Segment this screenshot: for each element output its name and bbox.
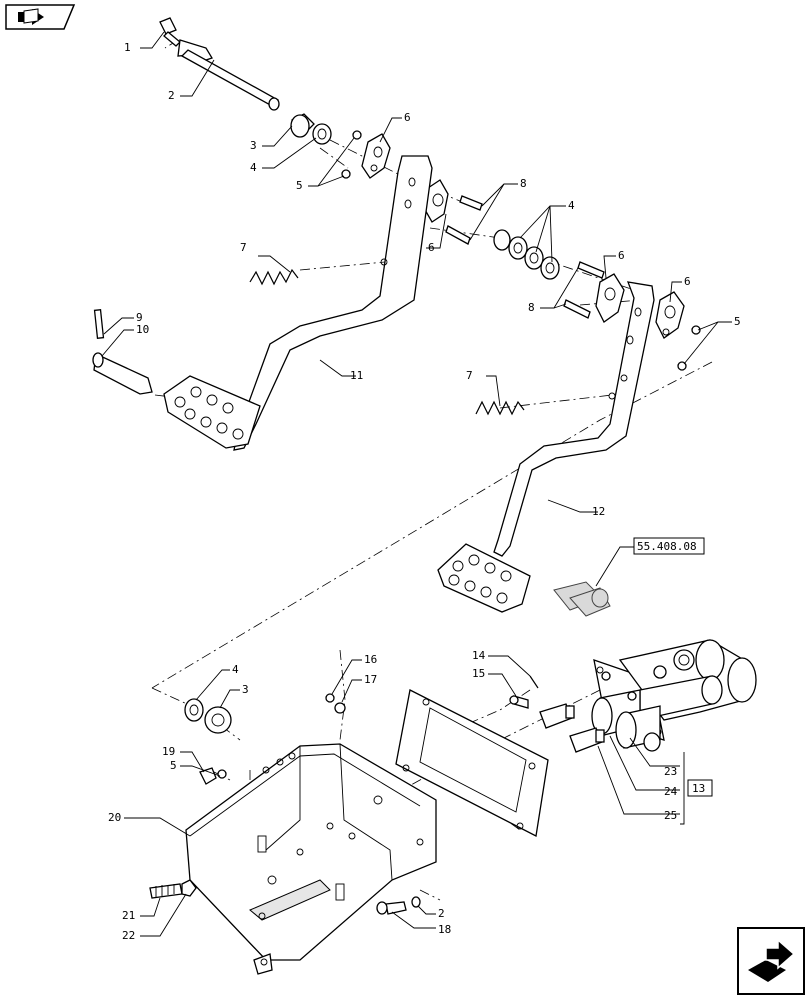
pedal-11 [163, 155, 433, 451]
ref-box-55-408-08[interactable]: 55.408.08 [633, 537, 705, 555]
callout-2: 2 [168, 89, 175, 102]
callout-14: 14 [472, 649, 486, 662]
callout-8: 8 [520, 177, 527, 190]
callout-2: 2 [438, 907, 445, 920]
bracket-6-lower [595, 273, 685, 339]
bracket-6-upper [361, 133, 449, 223]
callout-6: 6 [618, 249, 625, 262]
callout-3: 3 [242, 683, 249, 696]
washers-4-stack [493, 229, 560, 280]
callout-6: 6 [404, 111, 411, 124]
callout-4: 4 [232, 663, 239, 676]
callout-22: 22 [122, 929, 135, 942]
callout-9: 9 [136, 311, 143, 324]
callout-12: 12 [592, 505, 605, 518]
callout-5: 5 [170, 759, 177, 772]
callout-16: 16 [364, 653, 377, 666]
callout-4: 4 [250, 161, 257, 174]
washer-4-and-bushing-3-lower [184, 698, 232, 734]
pedal-switch [553, 581, 611, 617]
pin-14-15 [509, 675, 539, 709]
book-arrow-icon[interactable] [4, 3, 76, 31]
callout-1: 1 [124, 41, 131, 54]
callout-7: 7 [466, 369, 473, 382]
bolts-8-lower [563, 261, 605, 319]
pedal-12 [437, 281, 655, 613]
callout-15: 15 [472, 667, 485, 680]
bolt-21-nut-22 [149, 879, 197, 899]
callout-24: 24 [664, 785, 678, 798]
pedal-pad-11-holes [174, 386, 244, 440]
callout-25: 25 [664, 809, 677, 822]
callout-10: 10 [136, 323, 149, 336]
callout-6: 6 [684, 275, 691, 288]
callout-7: 7 [240, 241, 247, 254]
spring-7-lower [475, 400, 525, 416]
callout-11: 11 [350, 369, 363, 382]
callout-labels: 1 2 3 4 5 6 8 6 4 7 9 10 11 6 6 8 5 7 12… [108, 41, 741, 942]
assembly-13-label: 13 [692, 782, 705, 795]
callout-23: 23 [664, 765, 677, 778]
callout-19: 19 [162, 745, 175, 758]
spring-7-upper [249, 268, 299, 286]
pivot-shaft-2 [177, 39, 280, 111]
callout-21: 21 [122, 909, 135, 922]
callout-17: 17 [364, 673, 377, 686]
ref-box-13[interactable]: 13 [687, 779, 713, 797]
ref-section-label: 55.408.08 [637, 540, 697, 553]
pin-9-and-shaft-10 [92, 309, 153, 395]
callout-5: 5 [734, 315, 741, 328]
callout-20: 20 [108, 811, 121, 824]
leader-lines [101, 31, 732, 937]
callout-4: 4 [568, 199, 575, 212]
bushing-3 [290, 113, 332, 145]
support-bracket-20 [185, 743, 437, 975]
callout-18: 18 [438, 923, 451, 936]
callout-8: 8 [528, 301, 535, 314]
bolts-8-upper [445, 195, 483, 245]
master-cylinder-13 [539, 639, 757, 753]
grease-fitting-16-17 [325, 693, 346, 714]
callout-6: 6 [428, 241, 435, 254]
bolt-18-washer-2 [376, 896, 421, 915]
pedal-pad-12-holes [448, 554, 512, 604]
next-page-arrow-icon[interactable] [736, 926, 806, 996]
callout-5: 5 [296, 179, 303, 192]
pivot-bolt-1 [159, 17, 181, 47]
gasket-plate [395, 689, 549, 837]
callout-3: 3 [250, 139, 257, 152]
